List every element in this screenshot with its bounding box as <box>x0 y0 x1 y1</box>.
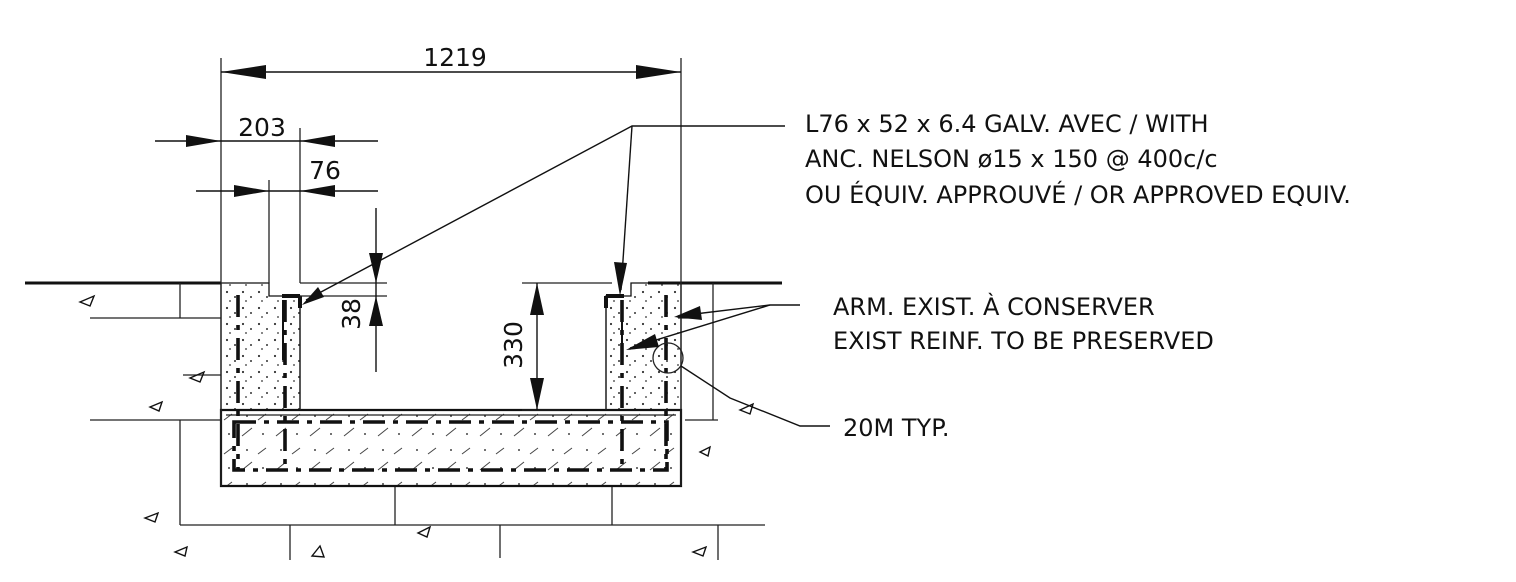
angle-note: L76 x 52 x 6.4 GALV. AVEC / WITH ANC. NE… <box>805 110 1351 209</box>
bar-size-note: 20M TYP. <box>843 414 950 442</box>
dimension-1219: 1219 <box>220 43 682 283</box>
dimension-wall-height-label: 330 <box>499 321 528 369</box>
angle-note-line-2: ANC. NELSON ø15 x 150 @ 400c/c <box>805 145 1218 173</box>
reinforcement-note-line-1: ARM. EXIST. À CONSERVER <box>833 292 1155 321</box>
concrete-channel <box>219 282 683 488</box>
reinforcement-note-line-2: EXIST REINF. TO BE PRESERVED <box>833 327 1214 355</box>
angle-note-line-1: L76 x 52 x 6.4 GALV. AVEC / WITH <box>805 110 1209 138</box>
reinforcement-note: ARM. EXIST. À CONSERVER EXIST REINF. TO … <box>833 292 1214 355</box>
dimension-overall-width-label: 1219 <box>423 43 487 72</box>
leader-lines <box>302 125 830 427</box>
galvanized-angle-left <box>282 294 302 308</box>
existing-reinforcement <box>232 295 684 472</box>
dimension-203: 203 <box>155 113 378 283</box>
dimension-angle-leg-label: 76 <box>309 156 341 185</box>
dimension-38: 38 <box>300 208 387 372</box>
galvanized-angle-right <box>604 294 624 308</box>
dimension-recess-label: 38 <box>337 298 366 330</box>
dimension-wall-width-label: 203 <box>238 113 286 142</box>
dimension-76: 76 <box>196 156 378 283</box>
dimension-330: 330 <box>499 282 612 411</box>
angle-note-line-3: OU ÉQUIV. APPROUVÉ / OR APPROVED EQUIV. <box>805 180 1351 209</box>
